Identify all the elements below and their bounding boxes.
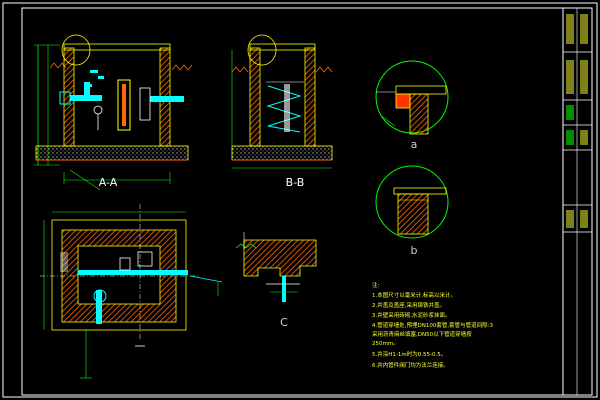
detail-a-label: a: [411, 138, 418, 151]
section-a-a-label: A-A: [99, 176, 118, 189]
note-line-3: 3.井壁采用砖砌,水泥砂浆抹面。: [372, 311, 451, 319]
section-b-b-label: B-B: [286, 176, 305, 189]
note-line-5: 采用沥青麻丝填塞,DN50以下管道穿墙按: [372, 330, 472, 338]
section-c-label: C: [280, 316, 288, 329]
note-line-2: 2.井盖及盖座,采用铸铁井盖。: [372, 301, 445, 309]
section-a-a-drawing: [34, 34, 193, 191]
note-line-8: 6.井内管件阀门均为法兰连接。: [372, 361, 449, 369]
inner-frame: [21, 7, 593, 396]
detail-b-drawing: [375, 165, 449, 239]
plan-view-drawing: [40, 204, 223, 379]
note-line-4: 4.管道穿墙处,预埋DN100套管,套管与管道间隙:3: [372, 321, 493, 329]
note-line-6: 250mm。: [372, 341, 399, 347]
section-b-b-drawing: [231, 34, 333, 169]
notes-block: 注: 1.本图尺寸以毫米计,标高以米计。 2.井盖及盖座,采用铸铁井盖。 3.井…: [372, 281, 493, 369]
note-line-7: 5.井深H1-1m时为0.55-0.5。: [372, 350, 446, 358]
note-line-1: 1.本图尺寸以毫米计,标高以米计。: [372, 291, 456, 299]
detail-a-drawing: [375, 60, 449, 135]
detail-b-label: b: [411, 244, 418, 257]
notes-heading: 注:: [372, 281, 380, 289]
section-c-drawing: [235, 232, 317, 302]
title-block: [562, 8, 592, 395]
